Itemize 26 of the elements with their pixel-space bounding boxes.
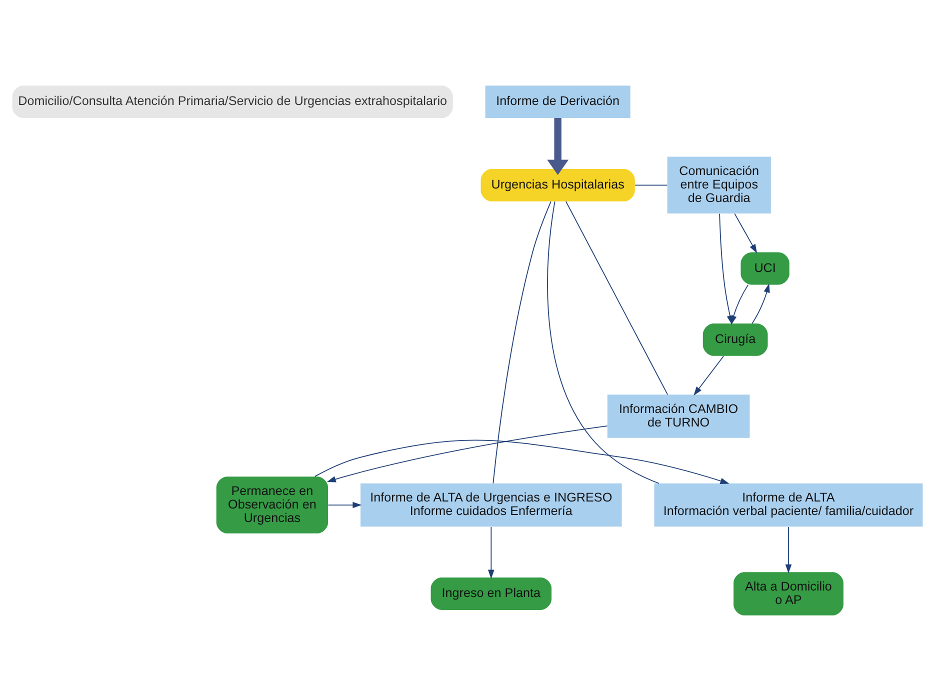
connector (565, 200, 668, 395)
arrow (694, 355, 724, 396)
connector (547, 200, 660, 484)
connector (492, 200, 552, 484)
arrow (730, 284, 749, 324)
node-box: Informe de ALTA de Urgencias e INGRESO Informe cuidados Enfermería (360, 482, 622, 526)
node-box: Ingreso en Planta (430, 577, 552, 610)
node-box: Alta a Domicilio o AP (734, 572, 844, 615)
node-box: Domicilio/Consulta Atención Primaria/Servicio de Urgencias extrahospitalario (12, 85, 453, 118)
node-box: Informe de ALTA Información verbal paciente/ familia/cuidador (654, 482, 923, 526)
node-box: Permanece en Observación en Urgencias (216, 476, 328, 533)
arrow (785, 526, 792, 573)
arrow (734, 212, 758, 253)
node-box: Comunicación entre Equipos de Guardia (667, 156, 771, 214)
arrow (314, 439, 730, 484)
arrow (328, 501, 362, 508)
arrow (488, 526, 494, 578)
node-box: Informe de Derivación (485, 85, 630, 118)
connector (634, 184, 668, 186)
arrow (326, 424, 608, 482)
arrow (547, 118, 569, 174)
node-box: Cirugía (702, 322, 768, 356)
arrow (752, 283, 770, 324)
node-box: Urgencias Hospitalarias (480, 168, 635, 201)
node-box: UCI (740, 252, 790, 284)
node-box: Información CAMBIO de TURNO (607, 394, 750, 438)
